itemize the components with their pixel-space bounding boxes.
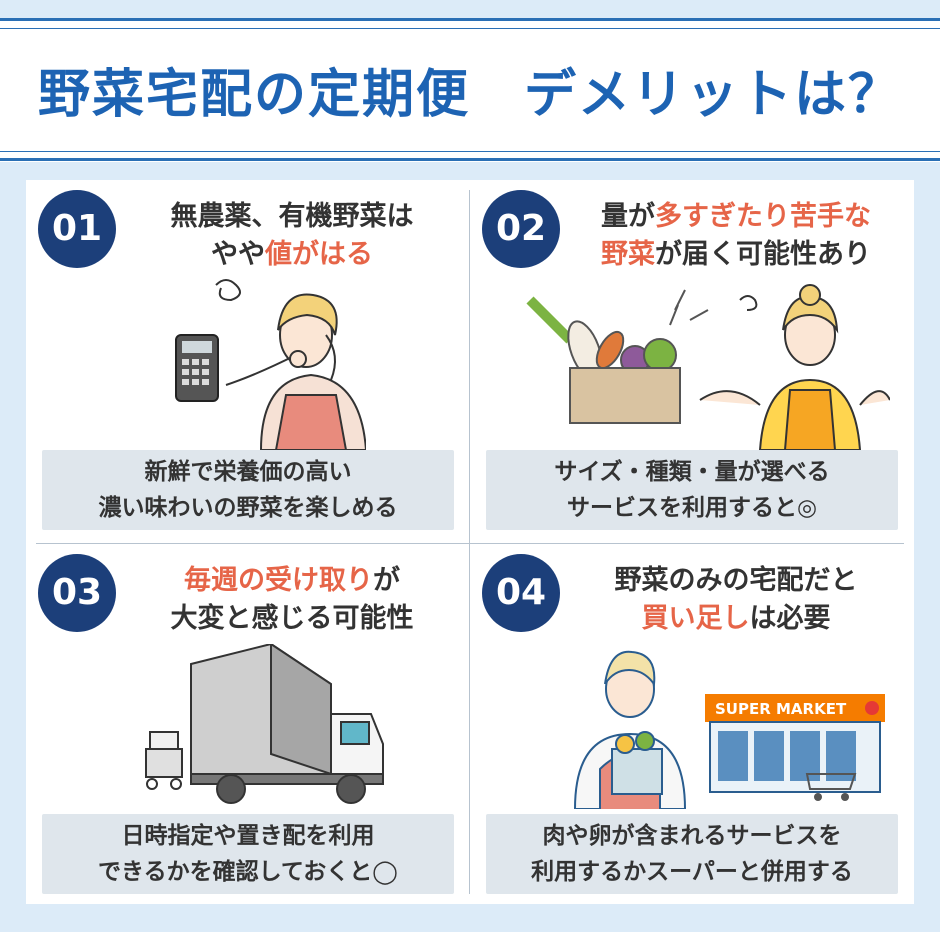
heading-line-1: 無農薬、有機野菜は (170, 201, 414, 232)
tip-line-2: できるかを確認しておくと◯ (98, 859, 398, 885)
header-rule-top-thin (0, 28, 940, 29)
heading-highlight: 毎週の受け取り (184, 565, 373, 596)
tip-line-1: 日時指定や置き配を利用 (121, 823, 375, 849)
worry-swirl-icon (215, 279, 241, 302)
tip-line-2: 濃い味わいの野菜を楽しめる (98, 495, 398, 521)
number-badge: 03 (38, 554, 116, 632)
tip-line-2: 利用するかスーパーと併用する (531, 859, 853, 885)
heading-text: が届く可能性あり (655, 239, 871, 270)
header-rule-bottom (0, 158, 940, 161)
shopper-and-supermarket-illustration: SUPER MARKET (573, 650, 885, 809)
page-title: 野菜宅配の定期便 デメリットは？ (37, 65, 902, 125)
heading-text: 量が (601, 201, 655, 232)
card-03: 03 毎週の受け取りが 大変と感じる可能性 日時指定や置き配を利用 できるかを確… (26, 544, 470, 906)
tip-box: 日時指定や置き配を利用 できるかを確認しておくと◯ (42, 814, 454, 894)
card-heading: 野菜のみの宅配だと 買い足しは必要 (566, 562, 906, 638)
horizontal-divider (36, 543, 904, 544)
vertical-divider (469, 190, 470, 894)
heading-text: が (373, 565, 400, 596)
heading-line-2: 買い足しは必要 (566, 600, 906, 638)
delivery-truck-illustration (145, 644, 384, 804)
heading-line-2: やや値がはる (122, 236, 462, 274)
header-rule-bottom-thin (0, 151, 940, 152)
tip-box: 肉や卵が含まれるサービスを 利用するかスーパーと併用する (486, 814, 898, 894)
wheel-icon (216, 774, 246, 804)
woman-with-calculator-illustration (175, 279, 366, 450)
header-banner: 野菜宅配の定期便 デメリットは？ (0, 18, 940, 162)
header-rule-top (0, 18, 940, 21)
tip-box: サイズ・種類・量が選べる サービスを利用すると◎ (486, 450, 898, 530)
card-heading: 量が多すぎたり苦手な 野菜が届く可能性あり (566, 198, 906, 274)
heading-text: やや (211, 239, 265, 270)
leek-icon (526, 296, 574, 344)
cart-icon (145, 748, 183, 778)
heading-highlight: 多すぎたり苦手な (655, 201, 871, 232)
tip-line-2: サービスを利用すると◎ (566, 495, 818, 521)
store-sign (705, 694, 885, 722)
store-sign-text: SUPER MARKET (715, 700, 847, 718)
shopping-bag-icon (611, 748, 663, 795)
heading-line-1: 量が多すぎたり苦手な (566, 198, 906, 236)
shopping-cart-icon (805, 773, 857, 790)
cards-board: 01 無農薬、有機野菜は やや値がはる 新鮮で栄養価の高い 濃い味わいの野菜を楽… (26, 180, 914, 904)
heading-line-1: 毎週の受け取りが (122, 562, 462, 600)
heading-text: は必要 (749, 603, 831, 634)
card-heading: 無農薬、有機野菜は やや値がはる (122, 198, 462, 274)
tip-line-1: サイズ・種類・量が選べる (554, 459, 830, 485)
box-icon (569, 367, 681, 424)
heading-line-2: 大変と感じる可能性 (170, 603, 414, 634)
heading-line-1: 野菜のみの宅配だと (614, 565, 858, 596)
heading-highlight: 野菜 (601, 239, 655, 270)
card-heading: 毎週の受け取りが 大変と感じる可能性 (122, 562, 462, 638)
card-02: 02 量が多すぎたり苦手な 野菜が届く可能性あり サイズ・種類・量が選べる サー… (470, 180, 914, 542)
tip-line-1: 肉や卵が含まれるサービスを (542, 823, 842, 849)
heading-line-2: 野菜が届く可能性あり (566, 236, 906, 274)
tip-box: 新鮮で栄養価の高い 濃い味わいの野菜を楽しめる (42, 450, 454, 530)
card-04: 04 野菜のみの宅配だと 買い足しは必要 SUPER MARKET 肉や卵が含ま… (470, 544, 914, 906)
tip-line-1: 新鮮で栄養価の高い (144, 459, 352, 485)
heading-highlight: 買い足し (641, 603, 750, 634)
card-01: 01 無農薬、有機野菜は やや値がはる 新鮮で栄養価の高い 濃い味わいの野菜を楽… (26, 180, 470, 542)
number-badge: 01 (38, 190, 116, 268)
number-badge: 04 (482, 554, 560, 632)
number-badge: 02 (482, 190, 560, 268)
tomato-icon (865, 701, 879, 715)
heading-highlight: 値がはる (265, 239, 373, 270)
vegetable-box-and-confused-woman-illustration (526, 284, 890, 450)
